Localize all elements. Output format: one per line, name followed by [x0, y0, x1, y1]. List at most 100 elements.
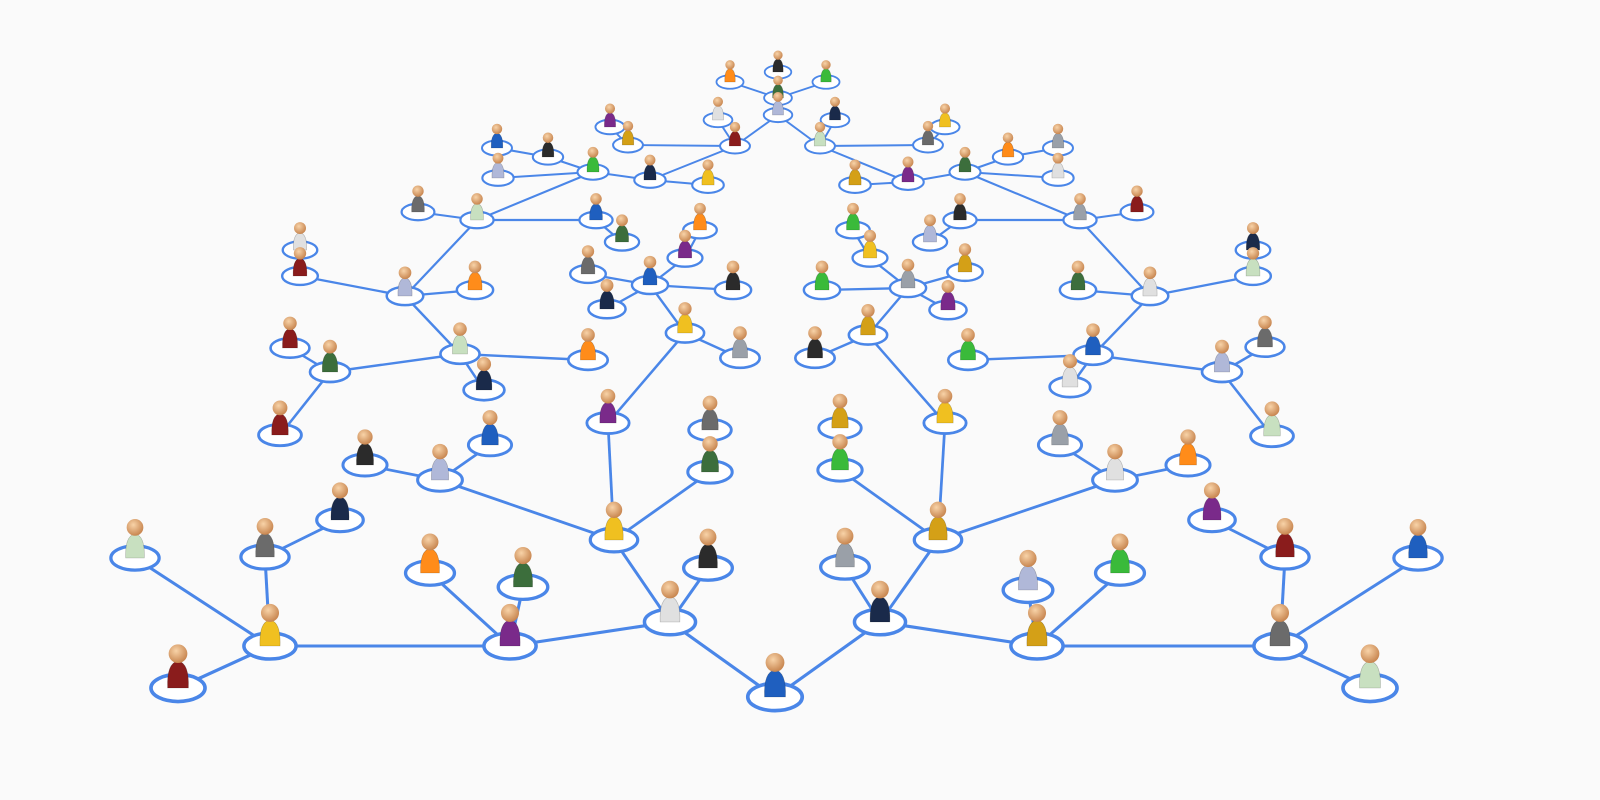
person-head: [937, 388, 953, 404]
person-node: [149, 644, 207, 704]
person-body: [513, 561, 533, 588]
person-body: [1142, 277, 1158, 297]
person-body: [356, 442, 374, 466]
person-head: [453, 322, 467, 336]
person-head: [1143, 266, 1157, 280]
person-node: [1041, 123, 1075, 157]
person-head: [678, 302, 692, 316]
person-body: [643, 163, 657, 181]
person-node: [400, 185, 436, 222]
person-head: [713, 96, 723, 107]
person-node: [642, 580, 698, 637]
person-head: [581, 328, 595, 342]
person-node: [762, 91, 794, 124]
person-head: [773, 91, 783, 102]
network-link: [329, 352, 461, 374]
person-body: [701, 168, 715, 186]
person-body: [939, 112, 951, 128]
person-body: [693, 212, 707, 231]
person-head: [1074, 193, 1086, 205]
person-body: [1213, 351, 1231, 373]
person-node: [719, 121, 751, 155]
person-body: [1130, 195, 1144, 213]
person-head: [622, 120, 634, 132]
person-node: [385, 266, 425, 307]
person-head: [432, 443, 448, 460]
person-body: [467, 271, 483, 291]
person-body: [923, 224, 937, 243]
person-body: [397, 277, 413, 297]
person-head: [836, 527, 854, 545]
person-node: [1200, 339, 1244, 384]
person-node: [439, 322, 481, 366]
person-node: [666, 229, 704, 268]
network-link: [819, 144, 929, 147]
person-body: [698, 543, 718, 569]
person-head: [1086, 323, 1100, 337]
person-node: [1009, 603, 1065, 661]
person-node: [793, 326, 837, 370]
network-link: [839, 468, 939, 542]
person-head: [941, 279, 955, 293]
person-node: [888, 258, 928, 299]
person-node: [946, 243, 984, 283]
person-head: [847, 202, 859, 215]
person-body: [491, 162, 505, 179]
person-body: [599, 401, 617, 424]
person-node: [1244, 315, 1286, 359]
person-node: [455, 260, 495, 301]
network-nodes: [109, 50, 1444, 713]
network-link: [964, 171, 1081, 221]
person-node: [1001, 549, 1055, 605]
person-head: [961, 328, 975, 342]
person-node: [1341, 644, 1399, 704]
person-body: [960, 339, 976, 361]
person-head: [814, 121, 826, 133]
person-head: [1019, 549, 1037, 568]
person-body: [481, 423, 499, 446]
person-body: [728, 130, 742, 147]
person-body: [764, 669, 786, 698]
person-head: [168, 644, 188, 664]
person-head: [861, 304, 875, 318]
person-head: [491, 123, 503, 135]
person-head: [643, 255, 657, 269]
person-node: [852, 580, 908, 637]
person-body: [659, 596, 681, 623]
person-head: [959, 146, 971, 158]
person-node: [612, 120, 644, 154]
person-body: [321, 351, 339, 373]
person-node: [1091, 443, 1139, 493]
person-node: [462, 357, 506, 402]
person-node: [482, 603, 538, 661]
person-body: [1110, 548, 1130, 574]
person-head: [863, 229, 877, 242]
person-node: [603, 214, 641, 252]
person-node: [816, 434, 864, 483]
person-head: [331, 482, 349, 499]
person-body: [642, 266, 658, 286]
person-body: [604, 112, 616, 128]
person-head: [283, 316, 297, 331]
person-node: [280, 247, 320, 287]
person-node: [715, 60, 745, 90]
person-head: [1027, 603, 1047, 622]
person-body: [725, 271, 741, 291]
person-head: [702, 159, 714, 171]
person-body: [820, 68, 832, 83]
person-body: [848, 168, 862, 186]
person-body: [831, 406, 849, 429]
person-body: [420, 548, 440, 574]
person-head: [542, 132, 554, 143]
person-body: [677, 240, 693, 259]
person-node: [308, 339, 352, 384]
person-node: [1041, 152, 1075, 187]
person-node: [911, 214, 949, 252]
person-node: [1164, 429, 1212, 478]
person-body: [921, 129, 935, 146]
person-head: [421, 533, 439, 551]
person-head: [1180, 429, 1196, 445]
network-link: [613, 470, 711, 542]
person-head: [726, 260, 740, 274]
person-body: [599, 290, 615, 310]
